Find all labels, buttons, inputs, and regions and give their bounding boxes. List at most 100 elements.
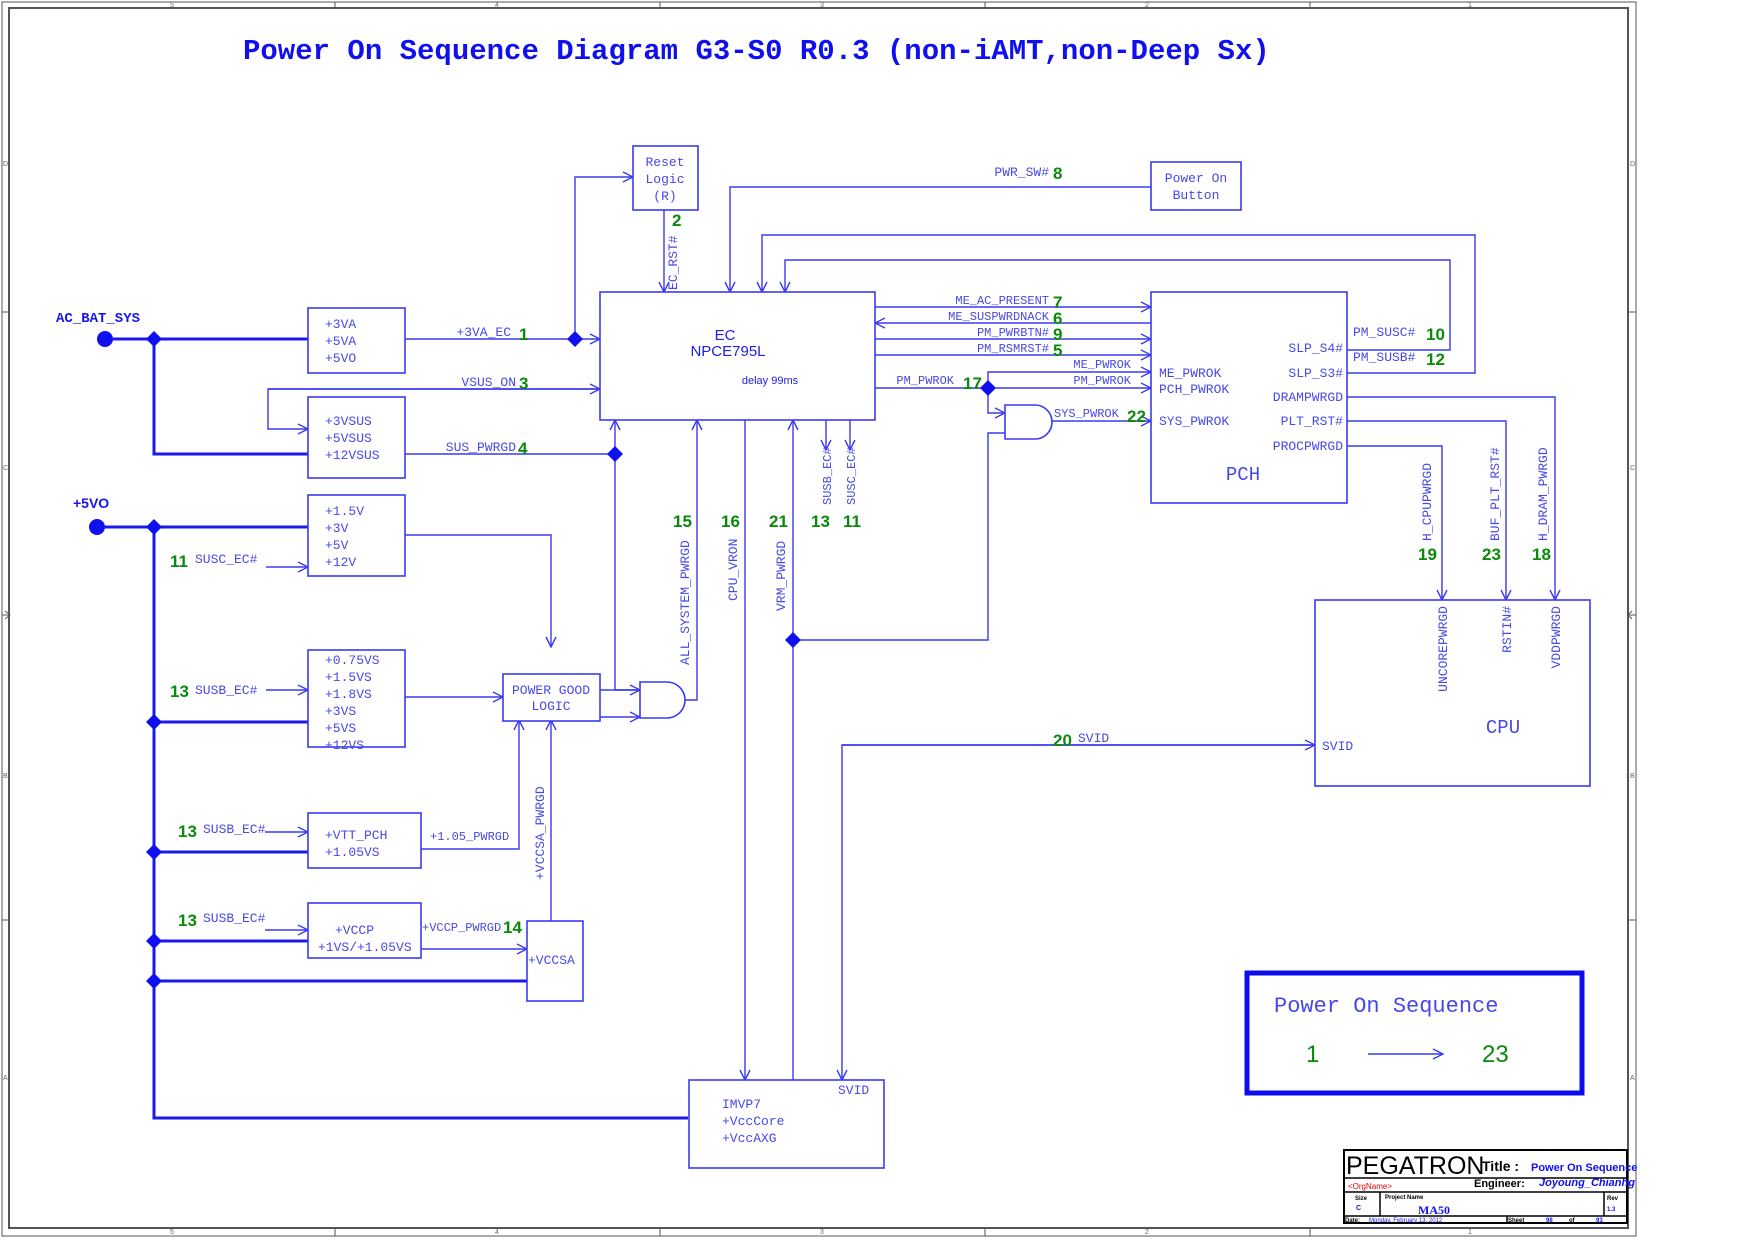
- cpu-pin: UNCOREPWRGD: [1436, 606, 1451, 692]
- junction-icon: [567, 331, 583, 347]
- junction-icon: [146, 331, 162, 347]
- signal-label: SYS_PWROK: [1054, 407, 1120, 421]
- project-label: Project Name: [1385, 1195, 1424, 1201]
- rail-name: +5VO: [325, 351, 356, 366]
- net-label: PM_PWROK: [1073, 374, 1131, 388]
- rev-label: Rev: [1607, 1196, 1619, 1202]
- engineer-label: Engineer:: [1474, 1178, 1525, 1190]
- org-name: <OrgName>: [1348, 1182, 1392, 1191]
- step-number: 10: [1426, 325, 1445, 344]
- block-label: Button: [1173, 188, 1220, 203]
- project-value: MA50: [1418, 1203, 1450, 1217]
- block-susb-rails: +0.75VS +1.5VS +1.8VS +3VS +5VS +12VS: [307, 649, 406, 753]
- zone-col-3-bottom: 3: [820, 1229, 824, 1236]
- rail-name: +1.5VS: [325, 670, 372, 685]
- signal-label: SUSB_EC#: [203, 822, 266, 837]
- pch-pin: ME_PWROK: [1159, 366, 1222, 381]
- zone-row-a: A: [3, 1075, 8, 1082]
- step-number: 13: [178, 822, 197, 841]
- rail-name: +5VSUS: [325, 431, 372, 446]
- block-vccsa: +VCCSA: [526, 920, 584, 1002]
- and-gate-icon: [1004, 404, 1053, 440]
- rail-name: +3VS: [325, 704, 356, 719]
- zone-col-5-bottom: 5: [170, 1229, 174, 1236]
- zone-col-4: 4: [495, 2, 499, 9]
- rev-value: 1.3: [1607, 1207, 1616, 1213]
- pch-label: PCH: [1226, 464, 1260, 486]
- step-number: 20: [1053, 731, 1072, 750]
- zone-row-d: D: [3, 161, 8, 168]
- outer-border: [1, 1, 1637, 1237]
- step-number: 11: [843, 512, 861, 531]
- net-label: SUSB_EC#: [821, 447, 835, 505]
- signal-label: ME_AC_PRESENT: [955, 294, 1049, 308]
- step-number: 13: [170, 682, 189, 701]
- rail-name: +12VSUS: [325, 448, 380, 463]
- step-number: 15: [673, 512, 692, 531]
- zone-row-c: C: [3, 465, 8, 472]
- signal-label: PWR_SW#: [994, 165, 1049, 180]
- rail-label-5vo: +5VO: [73, 495, 109, 511]
- block-power-on-button: Power On Button: [1150, 161, 1242, 211]
- signal-label: SUSB_EC#: [203, 911, 266, 926]
- size-label: Size: [1355, 1196, 1368, 1202]
- imvp7-svid-pin: SVID: [838, 1083, 869, 1098]
- signal-label: CPU_VRON: [726, 539, 741, 601]
- block-pch: ME_PWROK PCH_PWROK SYS_PWROK SLP_S4# SLP…: [1150, 291, 1348, 504]
- rail-name: +3VSUS: [325, 414, 372, 429]
- junction-icon: [785, 632, 801, 648]
- step-number: 19: [1418, 545, 1437, 564]
- rail-name: +12VS: [325, 738, 364, 753]
- zone-col-4-bottom: 4: [495, 1229, 499, 1236]
- signal-label: +VCCP_PWRGD: [422, 921, 501, 935]
- ac-bat-sys-rail: AC_BAT_SYS: [56, 311, 308, 456]
- title-block: PEGATRON Title : Power On Sequence <OrgN…: [1343, 1149, 1637, 1224]
- step-number: 13: [178, 911, 197, 930]
- rail-terminal-icon: [89, 519, 105, 535]
- block-label: LOGIC: [531, 699, 570, 714]
- cpu-pin: RSTIN#: [1500, 606, 1515, 653]
- block-vccp: +VCCP +1VS/+1.05VS: [307, 902, 422, 959]
- block-label: Power On: [1165, 171, 1227, 186]
- step-number: 14: [503, 918, 522, 937]
- step-number: 16: [721, 512, 740, 531]
- rail-name: +1.8VS: [325, 687, 372, 702]
- rail-name: +1.5V: [325, 504, 364, 519]
- step-number: 11: [170, 552, 188, 571]
- sheet-value: 98: [1546, 1218, 1553, 1224]
- junction-icon: [146, 844, 162, 860]
- date-label: Date:: [1345, 1218, 1360, 1224]
- center-mark-right-icon: [1627, 610, 1636, 620]
- block-ec: EC NPCE795L delay 99ms: [599, 291, 876, 421]
- signal-label: ALL_SYSTEM_PWRGD: [678, 540, 693, 665]
- block-label: +VccAXG: [722, 1131, 777, 1146]
- rail-label-ac-bat-sys: AC_BAT_SYS: [56, 311, 140, 327]
- step-number: 5: [1053, 341, 1062, 360]
- zone-row-b: B: [3, 773, 8, 780]
- signal-label: PM_PWROK: [896, 374, 954, 388]
- legend-title: Power On Sequence: [1274, 994, 1498, 1019]
- block-reset-logic: Reset Logic (R): [632, 145, 699, 211]
- rail-name: +3V: [325, 521, 349, 536]
- step-number: 8: [1053, 164, 1062, 183]
- block-label: Logic: [645, 172, 684, 187]
- wires: [265, 177, 1555, 1080]
- step-number: 12: [1426, 350, 1445, 369]
- step-number: 2: [672, 211, 681, 230]
- pch-pin: PLT_RST#: [1281, 414, 1344, 429]
- and-gate-sys-pwrok: [1004, 404, 1053, 440]
- zone-row-b-right: B: [1630, 773, 1635, 780]
- of-value: 93: [1596, 1218, 1603, 1224]
- step-number: 23: [1482, 545, 1501, 564]
- signal-label: SUS_PWRGD: [446, 440, 516, 455]
- zone-col-3: 3: [820, 2, 824, 9]
- step-number: 18: [1532, 545, 1551, 564]
- block-susc-rails: +1.5V +3V +5V +12V: [307, 494, 406, 577]
- pch-pin: PROCPWRGD: [1273, 439, 1343, 454]
- block-vtt-pch: +VTT_PCH +1.05VS: [307, 812, 422, 869]
- zone-row-c-right: C: [1630, 465, 1635, 472]
- net-label: +VCCSA_PWRGD: [533, 786, 548, 880]
- rail-name: +VCCP: [335, 923, 374, 938]
- step-number: 6: [1053, 309, 1062, 328]
- engineer-value: Joyoung_Chianhg: [1539, 1177, 1635, 1189]
